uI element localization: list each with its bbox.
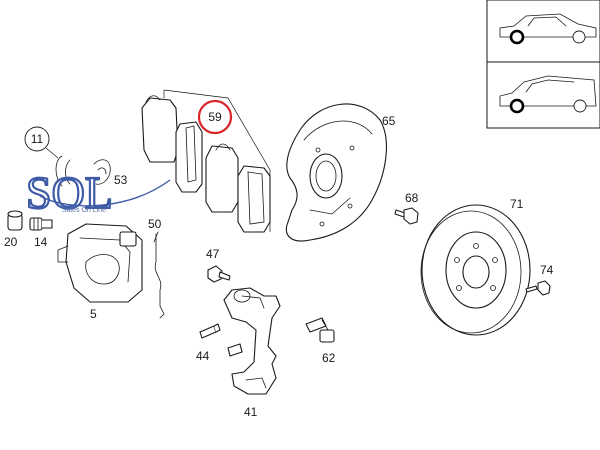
logo-tagline: Sales On Line	[62, 207, 106, 214]
part-47-guide-bolt	[207, 265, 231, 283]
callout-label-44: 44	[196, 349, 210, 363]
callout-label-5: 5	[90, 307, 97, 321]
part-20-cap	[7, 210, 23, 231]
callout-label-11: 11	[31, 132, 44, 146]
callout-label-50: 50	[148, 217, 162, 231]
callout-label-74: 74	[540, 263, 554, 277]
sol-logo: SOL Sales On Line	[25, 166, 171, 219]
part-5-brake-caliper	[57, 223, 143, 303]
callout-label-53: 53	[114, 173, 128, 187]
callout-label-14: 14	[34, 235, 48, 249]
part-44-guide-pin	[199, 323, 221, 339]
part-74-bolt	[525, 280, 551, 296]
callout-label-20: 20	[4, 235, 18, 249]
callout-11: 11	[24, 126, 50, 152]
part-50-wear-sensor	[153, 231, 165, 319]
callout-label-41: 41	[244, 405, 258, 419]
wagon-front-wheel-icon	[499, 75, 597, 114]
part-53-spring-clip	[93, 159, 111, 185]
part-11-spring-clip	[45, 147, 71, 187]
vehicle-position-indicator	[486, 0, 600, 129]
part-14-bleeder-screw	[29, 217, 53, 231]
callout-label-47: 47	[206, 247, 220, 261]
sedan-front-wheel-icon	[499, 13, 597, 45]
callout-label-71: 71	[510, 197, 524, 211]
callout-label-68: 68	[405, 191, 419, 205]
callout-59: 59	[197, 99, 233, 135]
callout-label-65: 65	[382, 114, 396, 128]
part-41-caliper-carrier	[223, 287, 281, 395]
part-62-wear-sensor-plug	[305, 317, 335, 343]
logo-letters: SOL	[26, 167, 113, 218]
part-68-bolt	[394, 207, 419, 225]
part-71-brake-disc	[420, 204, 531, 336]
part-59-brake-pads	[141, 89, 271, 233]
callout-label-59: 59	[208, 110, 222, 124]
part-65-splash-shield	[285, 103, 387, 242]
callout-label-62: 62	[322, 351, 336, 365]
